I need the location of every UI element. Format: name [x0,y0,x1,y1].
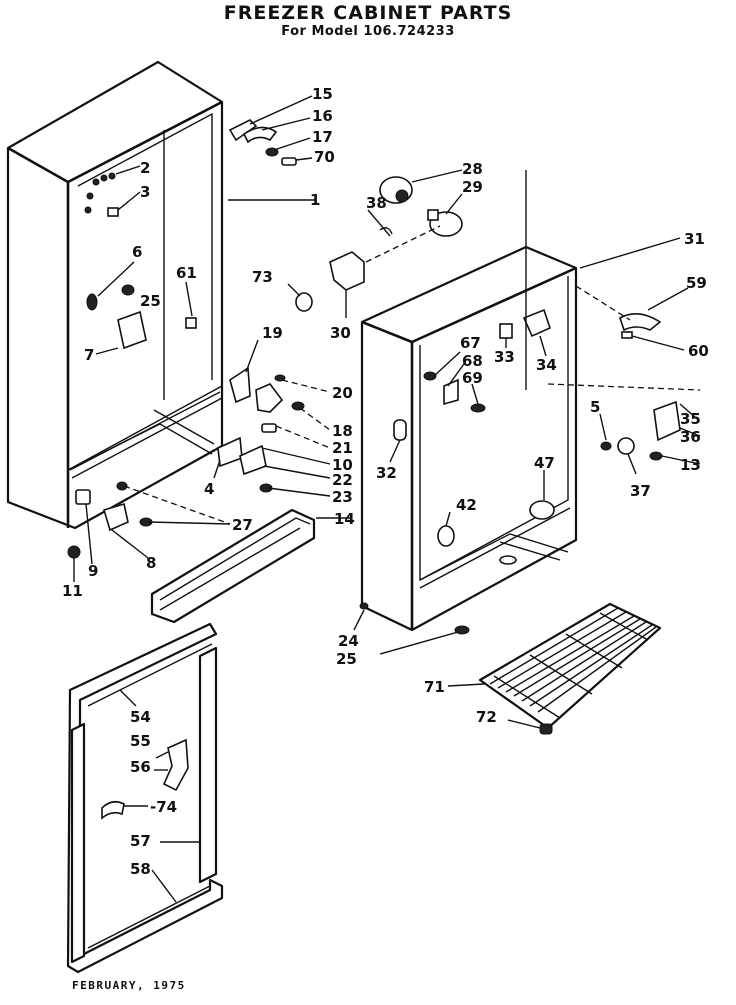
right-freezer-liner [360,245,578,632]
callout-67: 67 [460,334,481,352]
callout-labels: 15 16 17 70 2 3 1 6 25 61 7 73 19 20 18 … [62,85,709,878]
callout-47: 47 [534,454,555,472]
callout-13: 13 [680,456,701,474]
callout-60: 60 [688,342,709,360]
callout-29: 29 [462,178,483,196]
leader-lines [73,95,701,903]
callout-33: 33 [494,348,515,366]
callout-25b: 25 [336,650,357,668]
callout-34: 34 [536,356,557,374]
callout-28: 28 [462,160,483,178]
left-cabinet-liner [6,60,224,530]
publication-date: FEBRUARY, 1975 [72,979,186,992]
callout-68: 68 [462,352,483,370]
callout-22: 22 [332,471,353,489]
callout-42: 42 [456,496,477,514]
callout-19: 19 [262,324,283,342]
callout-30: 30 [330,324,351,342]
diagram-title: FREEZER CABINET PARTS [223,2,513,24]
callout-10: 10 [332,456,353,474]
callout-20: 20 [332,384,353,402]
callout-72: 72 [476,708,497,726]
door-liner-frame [66,622,224,974]
callout-36: 36 [680,428,701,446]
wire-shelf [478,602,662,735]
callout-71: 71 [424,678,445,696]
callout-24: 24 [338,632,359,650]
callout-5: 5 [590,398,600,416]
callout-70: 70 [314,148,335,166]
callout-74: -74 [150,798,177,816]
callout-9: 9 [88,562,98,580]
callout-15: 15 [312,85,333,103]
callout-1: 1 [310,191,320,209]
callout-17: 17 [312,128,333,146]
callout-31: 31 [684,230,705,248]
callout-16: 16 [312,107,333,125]
callout-23: 23 [332,488,353,506]
callout-25a: 25 [140,292,161,310]
callout-37: 37 [630,482,651,500]
callout-73: 73 [252,268,273,286]
callout-2: 2 [140,159,150,177]
callout-3: 3 [140,183,150,201]
callout-58: 58 [130,860,151,878]
callout-6: 6 [132,243,142,261]
callout-18: 18 [332,422,353,440]
callout-21: 21 [332,439,353,457]
model-subtitle: For Model 106.724233 [281,24,455,39]
callout-4: 4 [204,480,214,498]
callout-7: 7 [84,346,94,364]
breaker-strip [150,508,316,624]
callout-35: 35 [680,410,701,428]
callout-14: 14 [334,510,355,528]
callout-55: 55 [130,732,151,750]
callout-11: 11 [62,582,83,600]
callout-59: 59 [686,274,707,292]
callout-69: 69 [462,369,483,387]
small-parts [67,119,681,820]
callout-27: 27 [232,516,253,534]
callout-32: 32 [376,464,397,482]
callout-57: 57 [130,832,151,850]
callout-38: 38 [366,194,387,212]
callout-61: 61 [176,264,197,282]
callout-56: 56 [130,758,151,776]
callout-54: 54 [130,708,151,726]
callout-8: 8 [146,554,156,572]
